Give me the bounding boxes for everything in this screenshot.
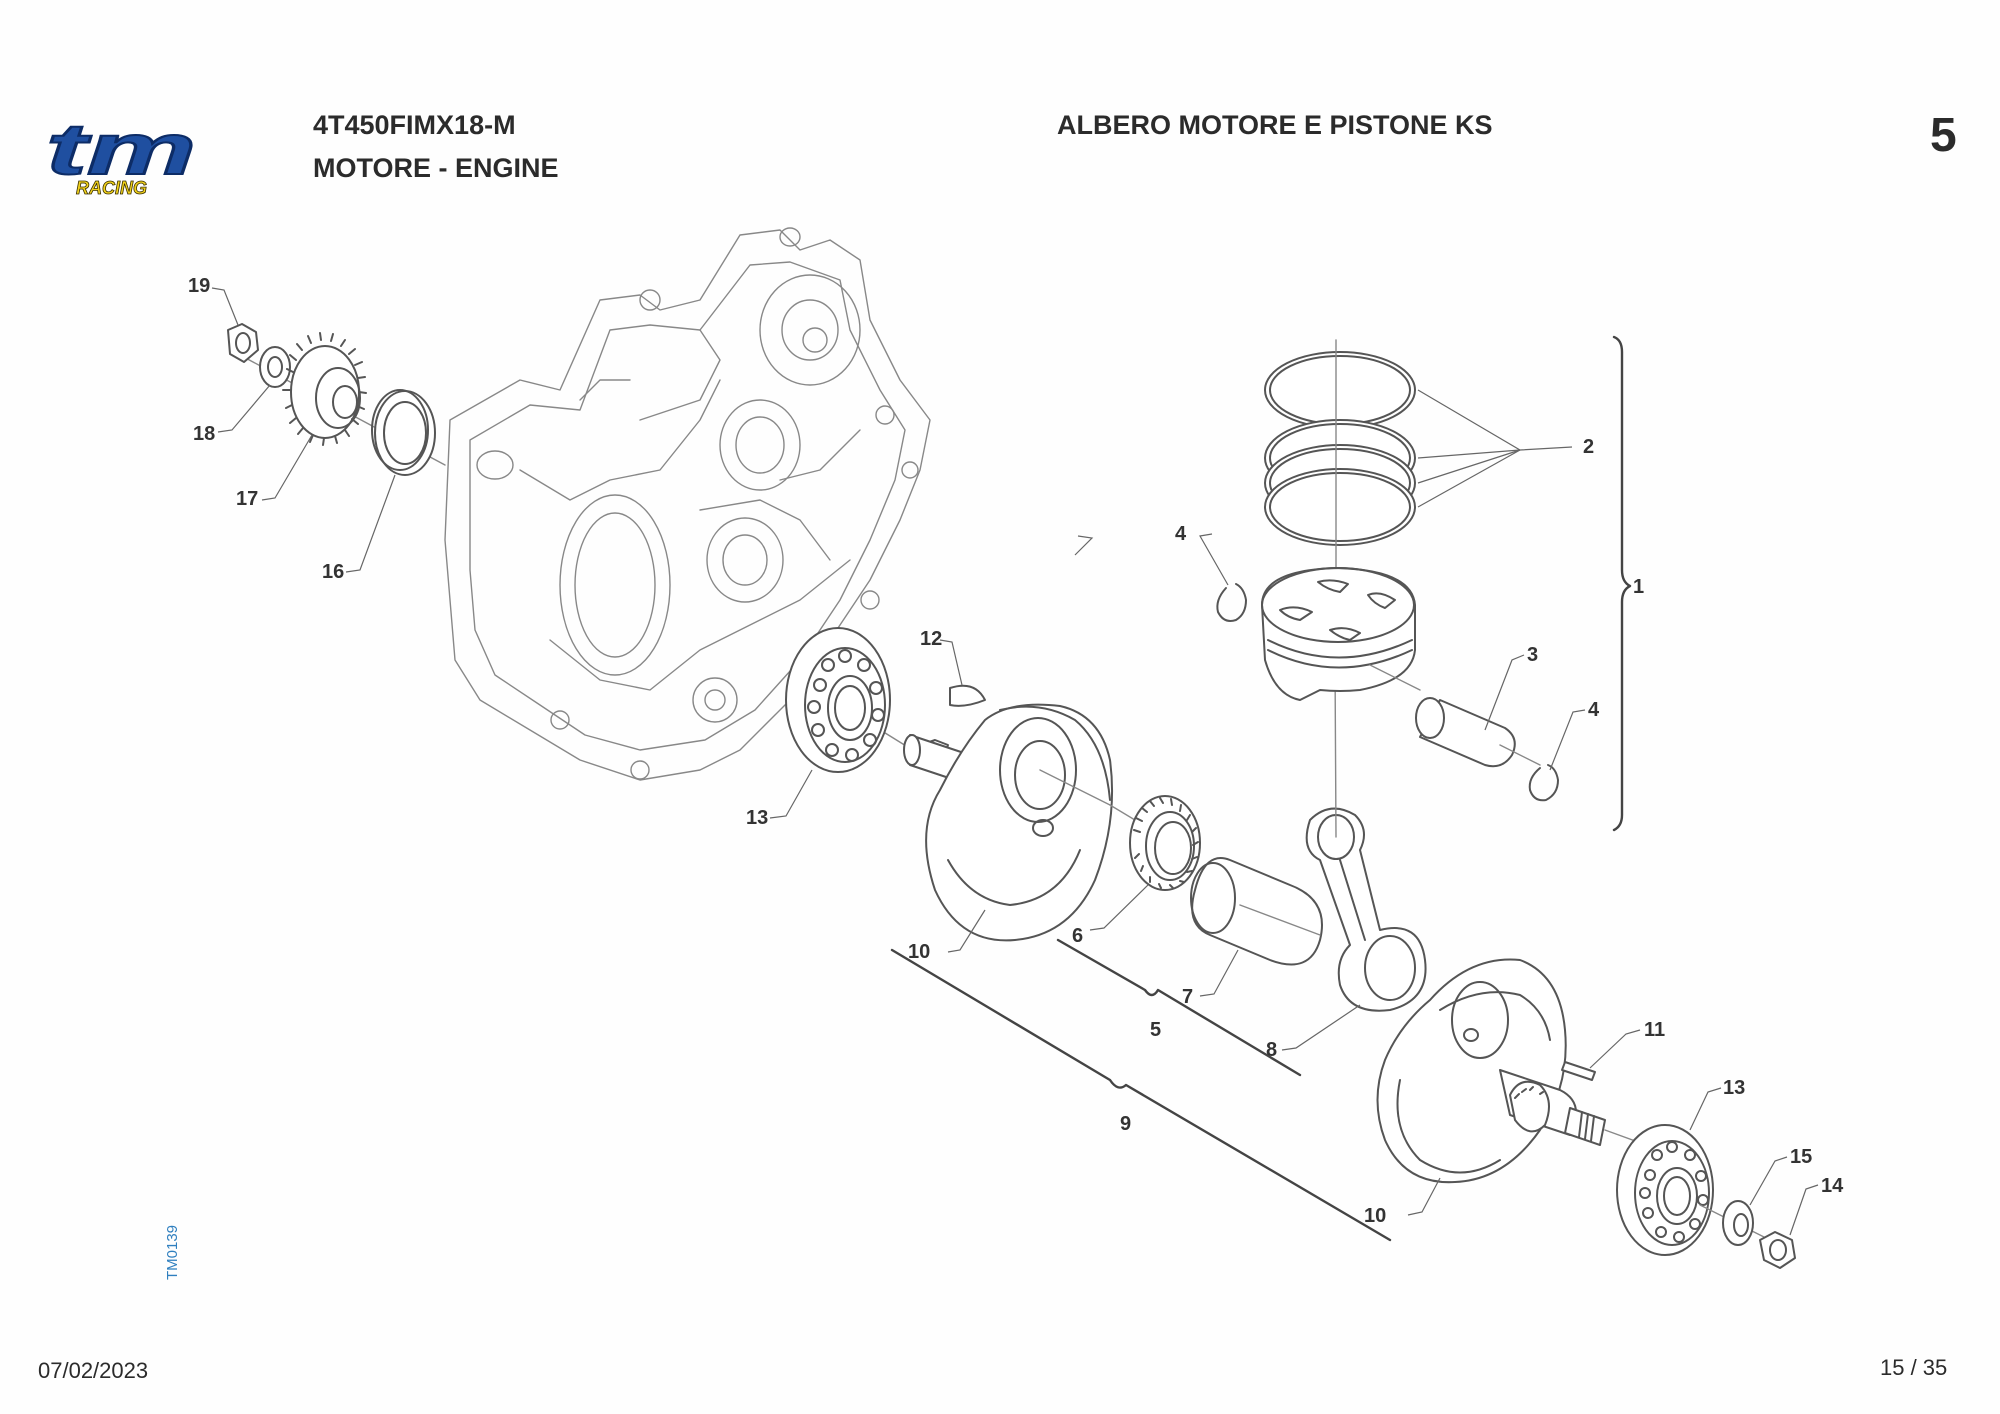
part-piston-rings-2	[1264, 339, 1416, 571]
part-piston-pin-3	[1415, 697, 1541, 768]
table-title: ALBERO MOTORE E PISTONE KS	[1057, 110, 1493, 140]
label-part-4-left: 4	[1175, 523, 1187, 545]
bracket-group-1	[1612, 335, 1632, 832]
label-part-7: 7	[1182, 986, 1193, 1008]
print-date: 07/02/2023	[38, 1358, 149, 1383]
label-part-11: 11	[1644, 1019, 1665, 1041]
label-part-12: 12	[920, 628, 942, 650]
label-part-5: 5	[1150, 1019, 1161, 1041]
label-part-19: 19	[188, 275, 210, 297]
label-part-6: 6	[1072, 925, 1083, 947]
part-crank-half-10-upper	[903, 703, 1114, 942]
label-part-16: 16	[322, 561, 344, 583]
part-washer-18	[259, 346, 291, 388]
bracket-group-5	[1056, 938, 1302, 1077]
part-piston	[1261, 567, 1421, 701]
part-crank-pin-7	[1190, 857, 1323, 966]
table-number: 5	[1930, 109, 1957, 162]
logo-tm-text: tm	[46, 118, 196, 190]
label-part-4-right: 4	[1588, 699, 1600, 721]
group-name: MOTORE - ENGINE	[313, 153, 559, 183]
label-part-14: 14	[1821, 1175, 1844, 1197]
label-part-17: 17	[236, 488, 258, 510]
part-circlip-4-left	[1216, 583, 1247, 622]
page-indicator: 15 / 35	[1880, 1355, 1948, 1380]
part-number-labels: 19 18 17 16 13 12 10 6 7 5 8 9 10 11 13 …	[188, 275, 1844, 1227]
label-part-10-upper: 10	[908, 941, 930, 963]
label-part-1: 1	[1633, 576, 1644, 598]
logo-racing-text: RACING	[76, 178, 147, 198]
label-part-9: 9	[1120, 1113, 1131, 1135]
label-part-13-right: 13	[1723, 1077, 1745, 1099]
left-shaft-parts	[227, 323, 446, 476]
part-washer-15	[1722, 1200, 1754, 1246]
part-nut-14	[1759, 1231, 1796, 1269]
label-part-15: 15	[1790, 1146, 1812, 1168]
part-bearing-13-right	[1616, 1124, 1771, 1256]
part-crank-half-10-lower	[1376, 958, 1661, 1184]
part-key-11	[1561, 1061, 1596, 1081]
part-needle-bearing-6	[1109, 795, 1201, 891]
part-gear-17	[282, 332, 367, 446]
label-part-13-left: 13	[746, 807, 768, 829]
part-connecting-rod-8	[1305, 659, 1427, 1012]
label-part-2: 2	[1583, 436, 1594, 458]
label-part-8: 8	[1266, 1039, 1277, 1061]
part-nut-19	[227, 323, 259, 363]
model-code: 4T450FIMX18-M	[313, 110, 516, 140]
label-part-18: 18	[193, 423, 215, 445]
part-bearing-13-left	[785, 627, 1091, 861]
bracket-group-9	[890, 948, 1392, 1242]
part-seal-16	[371, 389, 436, 476]
part-key-12	[949, 684, 986, 707]
part-circlip-4-right	[1528, 764, 1559, 802]
leader-lines	[211, 287, 1819, 1236]
tm-racing-logo: tm RACING	[45, 118, 197, 198]
crankcase-illustration	[444, 227, 931, 781]
label-part-3: 3	[1527, 644, 1538, 666]
label-part-10-lower: 10	[1364, 1205, 1386, 1227]
